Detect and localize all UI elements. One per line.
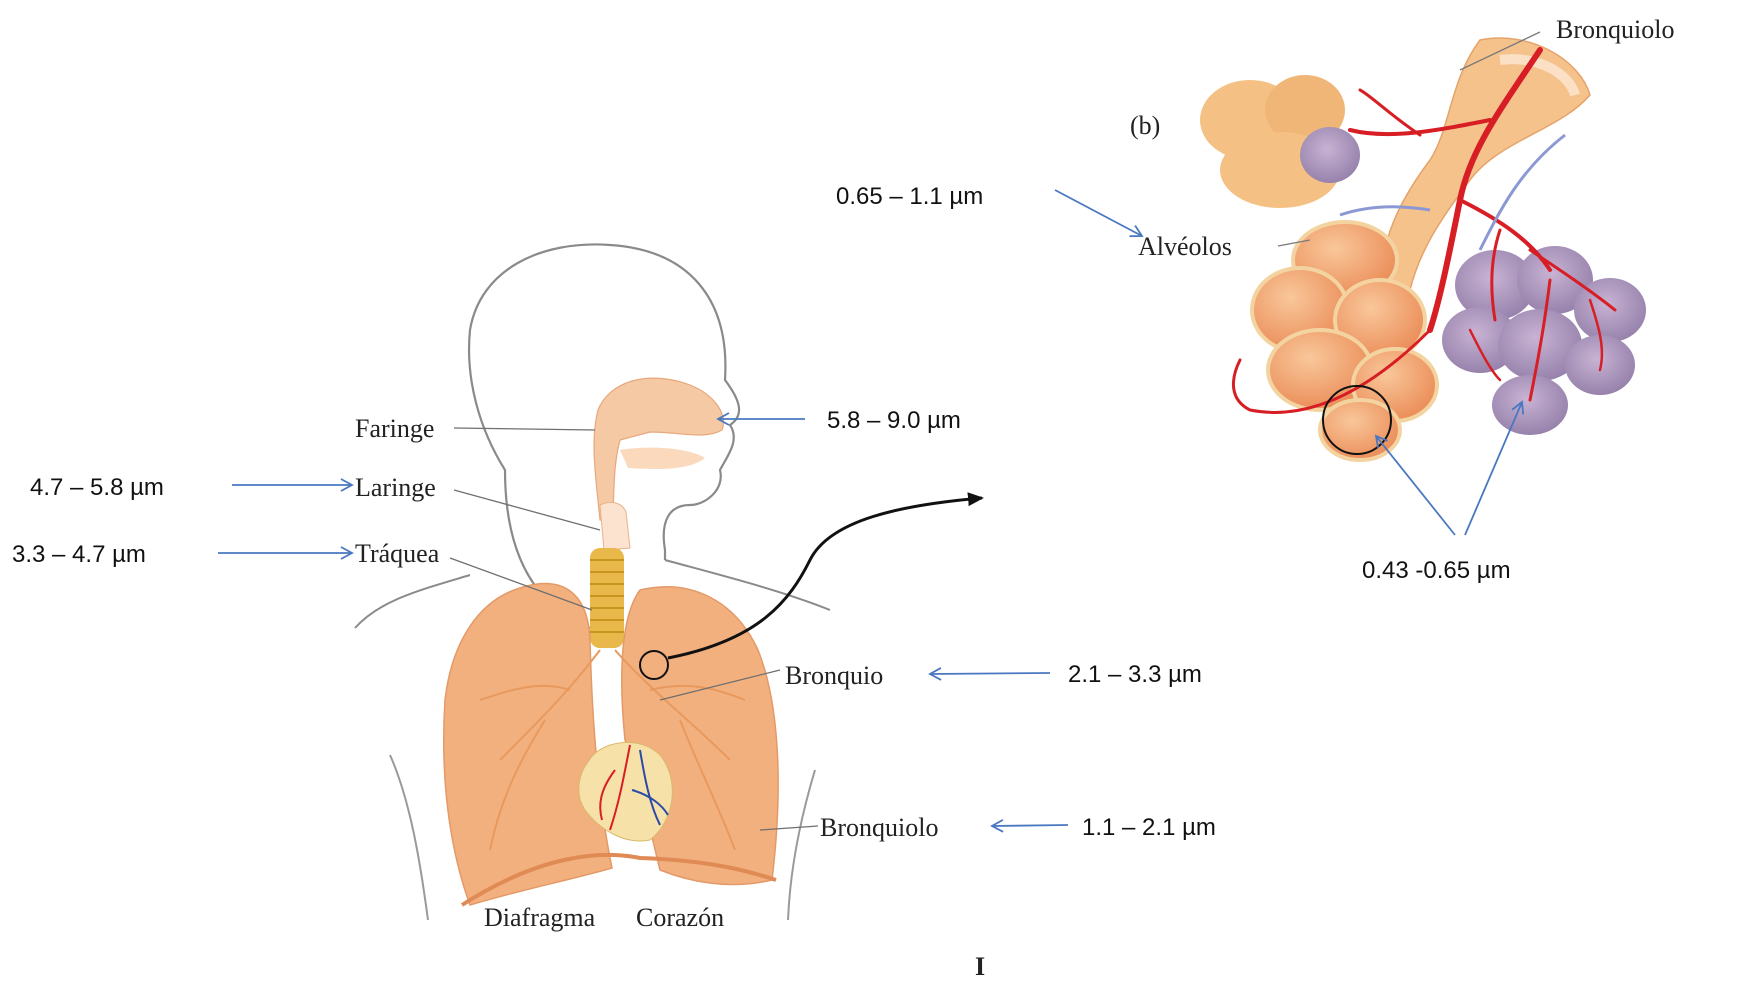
alveoli-inset	[1200, 32, 1646, 460]
bronquio-arrow	[930, 673, 1050, 674]
inset-bronquiolo-label: Bronquiolo	[1556, 15, 1674, 44]
laringe-size-range: 4.7 – 5.8 µm	[30, 474, 164, 501]
alveolar-sac-arrow-right	[1465, 402, 1522, 535]
traquea-size-range: 3.3 – 4.7 µm	[12, 541, 146, 568]
faringe-label: Faringe	[355, 414, 434, 443]
trachea	[590, 548, 624, 648]
traquea-label: Tráquea	[355, 539, 440, 568]
capillary-sac-cluster	[1442, 246, 1646, 435]
bronquio-size-range: 2.1 – 3.3 µm	[1068, 661, 1202, 688]
bronquio-label: Bronquio	[785, 661, 883, 690]
left-shoulder	[355, 575, 470, 628]
alveolar-sacs-size-range: 0.43 -0.65 µm	[1362, 557, 1511, 584]
diafragma-label: Diafragma	[484, 903, 596, 932]
alveolos-arrow	[1055, 190, 1142, 236]
bronquiolo-arrow	[992, 825, 1068, 826]
panel-b-label: (b)	[1130, 111, 1160, 140]
alveolar-sac-arrow-left	[1376, 436, 1455, 535]
alveolos-size-range: 0.65 – 1.1 µm	[836, 183, 983, 210]
alveolos-label: Alvéolos	[1138, 232, 1232, 261]
body-figure: I	[355, 244, 985, 981]
upper-alveolar-cluster	[1200, 75, 1360, 208]
oral-cavity	[620, 448, 705, 469]
larynx	[600, 502, 630, 550]
nasal-size-range: 5.8 – 9.0 µm	[827, 407, 961, 434]
right-arm	[788, 770, 815, 920]
clipped-glyph: I	[975, 952, 985, 981]
left-arm	[390, 755, 428, 920]
bronquiolo-label: Bronquiolo	[820, 813, 938, 842]
corazon-label: Corazón	[636, 903, 724, 932]
bronquiolo-size-range: 1.1 – 2.1 µm	[1082, 814, 1216, 841]
laringe-label: Laringe	[355, 473, 436, 502]
